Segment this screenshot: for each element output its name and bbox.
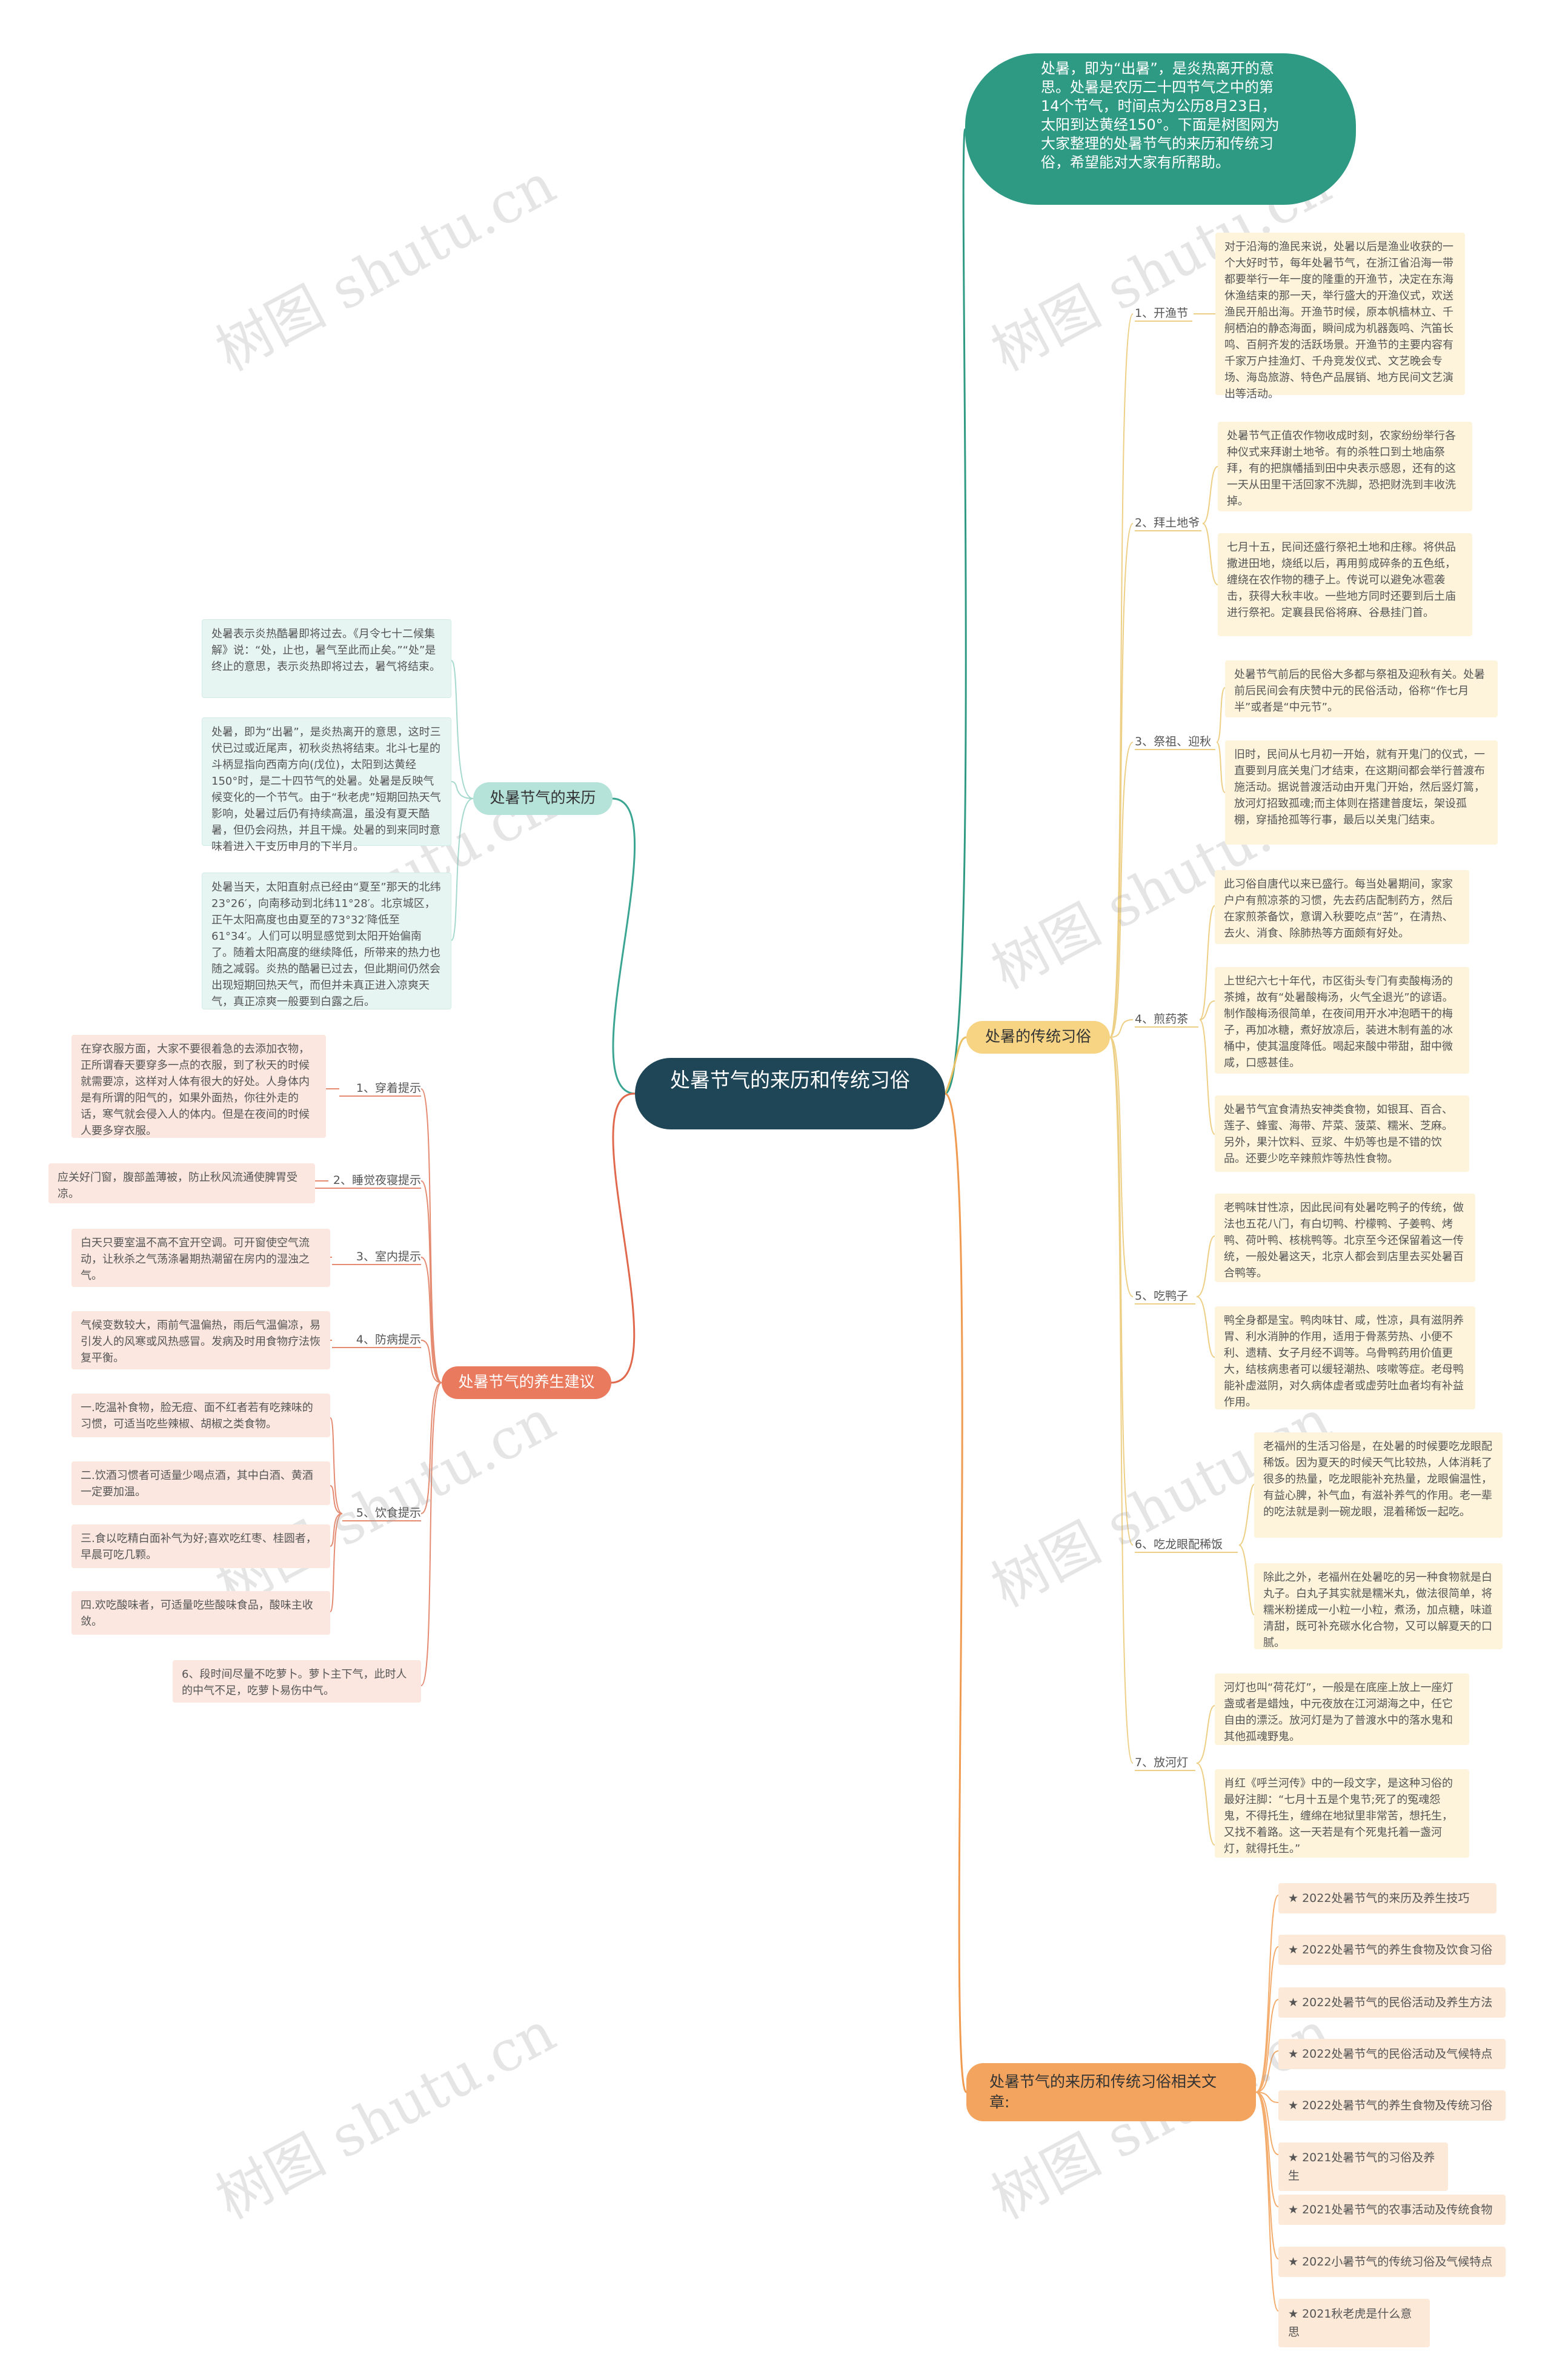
health-box[interactable]: 四.欢吃酸味者，可适量吃些酸味食品，酸味主收敛。 xyxy=(71,1591,330,1635)
health-box[interactable]: 气候变数较大，雨前气温偏热，雨后气温偏凉，易引发人的风寒或风热感冒。发病及时用食… xyxy=(71,1311,330,1369)
custom-label[interactable]: 3、祭祖、迎秋 xyxy=(1135,735,1212,748)
health-box[interactable]: 三.食以吃精白面补气为好;喜欢吃红枣、桂圆者，早晨可吃几颗。 xyxy=(71,1524,330,1568)
root-topic[interactable]: 处暑节气的来历和传统习俗 xyxy=(635,1058,945,1129)
custom-box[interactable]: 处暑节气前后的民俗大多都与祭祖及迎秋有关。处暑前后民间会有庆赞中元的民俗活动，俗… xyxy=(1225,660,1498,717)
health-label[interactable]: 4、防病提示 xyxy=(356,1333,421,1346)
health-label[interactable]: 2、睡觉夜寝提示 xyxy=(333,1174,421,1187)
custom-box[interactable]: 肖红《呼兰河传》中的一段文字，是这种习俗的最好注脚：“七月十五是个鬼节;死了的冤… xyxy=(1215,1769,1469,1858)
custom-box[interactable]: 对于沿海的渔民来说，处暑以后是渔业收获的一个大好时节，每年处暑节气，在浙江省沿海… xyxy=(1215,233,1465,401)
article-link[interactable]: ★ 2022处暑节气的养生食物及传统习俗 xyxy=(1278,2090,1506,2121)
custom-label[interactable]: 5、吃鸭子 xyxy=(1135,1289,1189,1303)
custom-label[interactable]: 4、煎药茶 xyxy=(1135,1012,1189,1026)
custom-box[interactable]: 鸭全身都是宝。鸭肉味甘、咸，性凉，具有滋阴养胃、利水消肿的作用，适用于骨蒸劳热、… xyxy=(1215,1306,1475,1409)
health-box[interactable]: 二.饮酒习惯者可适量少喝点酒，其中白酒、黄酒一定要加温。 xyxy=(71,1461,330,1505)
custom-box[interactable]: 上世纪六七十年代，市区街头专门有卖酸梅汤的茶摊，故有“处暑酸梅汤，火气全退光”的… xyxy=(1215,967,1469,1074)
article-link[interactable]: ★ 2021处暑节气的农事活动及传统食物 xyxy=(1278,2195,1506,2225)
custom-box[interactable]: 处暑节气正值农作物收成时刻，农家纷纷举行各种仪式来拜谢土地爷。有的杀牲口到土地庙… xyxy=(1218,422,1472,511)
health-box[interactable]: 应关好门窗，腹部盖薄被，防止秋风流通使脾胃受凉。 xyxy=(48,1163,315,1203)
custom-box[interactable]: 旧时，民间从七月初一开始，就有开鬼门的仪式，一直要到月底关鬼门才结束，在这期间都… xyxy=(1225,740,1498,845)
health-label[interactable]: 1、穿着提示 xyxy=(356,1082,421,1095)
health-box[interactable]: 6、段时间尽量不吃萝卜。萝卜主下气，此时人的中气不足，吃萝卜易伤中气。 xyxy=(173,1660,421,1703)
topic-health[interactable]: 处暑节气的养生建议 xyxy=(442,1366,611,1399)
article-link[interactable]: ★ 2021秋老虎是什么意思 xyxy=(1278,2299,1430,2347)
custom-box[interactable]: 老鸭味甘性凉，因此民间有处暑吃鸭子的传统，做法也五花八门，有白切鸭、柠檬鸭、子姜… xyxy=(1215,1194,1475,1282)
article-link[interactable]: ★ 2022处暑节气的民俗活动及养生方法 xyxy=(1278,1987,1506,2018)
intro-node[interactable]: 处暑，即为“出暑”，是炎热离开的意思。处暑是农历二十四节气之中的第14个节气，时… xyxy=(965,53,1356,205)
health-box[interactable]: 白天只要室温不高不宜开空调。可开窗使空气流动，让秋杀之气荡涤暑期热潮留在房内的湿… xyxy=(71,1229,330,1287)
custom-label[interactable]: 2、拜土地爷 xyxy=(1135,516,1200,530)
origin-item[interactable]: 处暑，即为“出暑”，是炎热离开的意思，这时三伏已过或近尾声，初秋炎热将结束。北斗… xyxy=(202,717,451,853)
topic-origin[interactable]: 处暑节气的来历 xyxy=(473,782,613,815)
article-link[interactable]: ★ 2021处暑节气的习俗及养生 xyxy=(1278,2142,1448,2191)
article-link[interactable]: ★ 2022处暑节气的民俗活动及气候特点 xyxy=(1278,2039,1506,2069)
custom-label[interactable]: 6、吃龙眼配稀饭 xyxy=(1135,1538,1223,1551)
health-box[interactable]: 在穿衣服方面，大家不要很着急的去添加衣物，正所谓春天要穿多一点的衣服，到了秋天的… xyxy=(71,1035,326,1138)
custom-box[interactable]: 河灯也叫“荷花灯”，一般是在底座上放上一座灯盏或者是蜡烛，中元夜放在江河湖海之中… xyxy=(1215,1674,1469,1745)
topic-customs[interactable]: 处暑的传统习俗 xyxy=(966,1021,1110,1054)
health-label[interactable]: 5、饮食提示 xyxy=(356,1506,421,1520)
custom-box[interactable]: 除此之外，老福州在处暑吃的另一种食物就是白丸子。白丸子其实就是糯米丸，做法很简单… xyxy=(1254,1563,1503,1649)
article-link[interactable]: ★ 2022处暑节气的来历及养生技巧 xyxy=(1278,1883,1496,1913)
custom-box[interactable]: 处暑节气宜食清热安神类食物，如银耳、百合、莲子、蜂蜜、海带、芹菜、菠菜、糯米、芝… xyxy=(1215,1095,1469,1172)
custom-label[interactable]: 1、开渔节 xyxy=(1135,307,1189,320)
article-link[interactable]: ★ 2022处暑节气的养生食物及饮食习俗 xyxy=(1278,1935,1506,1965)
custom-box[interactable]: 此习俗自唐代以来已盛行。每当处暑期间，家家户户有煎凉茶的习惯，先去药店配制药方，… xyxy=(1215,870,1469,944)
health-label[interactable]: 3、室内提示 xyxy=(356,1250,421,1263)
origin-item[interactable]: 处暑当天，太阳直射点已经由“夏至”那天的北纬23°26′，向南移动到北纬11°2… xyxy=(202,873,451,1009)
topic-articles[interactable]: 处暑节气的来历和传统习俗相关文章: xyxy=(966,2063,1256,2121)
custom-box[interactable]: 老福州的生活习俗是，在处暑的时候要吃龙眼配稀饭。因为夏天的时候天气比较热，人体消… xyxy=(1254,1432,1503,1538)
custom-label[interactable]: 7、放河灯 xyxy=(1135,1756,1189,1769)
health-box[interactable]: 一.吃温补食物，脸无痘、面不红者若有吃辣味的习惯，可适当吃些辣椒、胡椒之类食物。 xyxy=(71,1394,330,1437)
origin-item[interactable]: 处暑表示炎热酷暑即将过去。《月令七十二候集解》说：“处，止也，暑气至此而止矣。”… xyxy=(202,619,451,698)
article-link[interactable]: ★ 2022小暑节气的传统习俗及气候特点 xyxy=(1278,2247,1506,2277)
custom-box[interactable]: 七月十五，民间还盛行祭祀土地和庄稼。将供品撒进田地，烧纸以后，再用剪成碎条的五色… xyxy=(1218,533,1472,636)
